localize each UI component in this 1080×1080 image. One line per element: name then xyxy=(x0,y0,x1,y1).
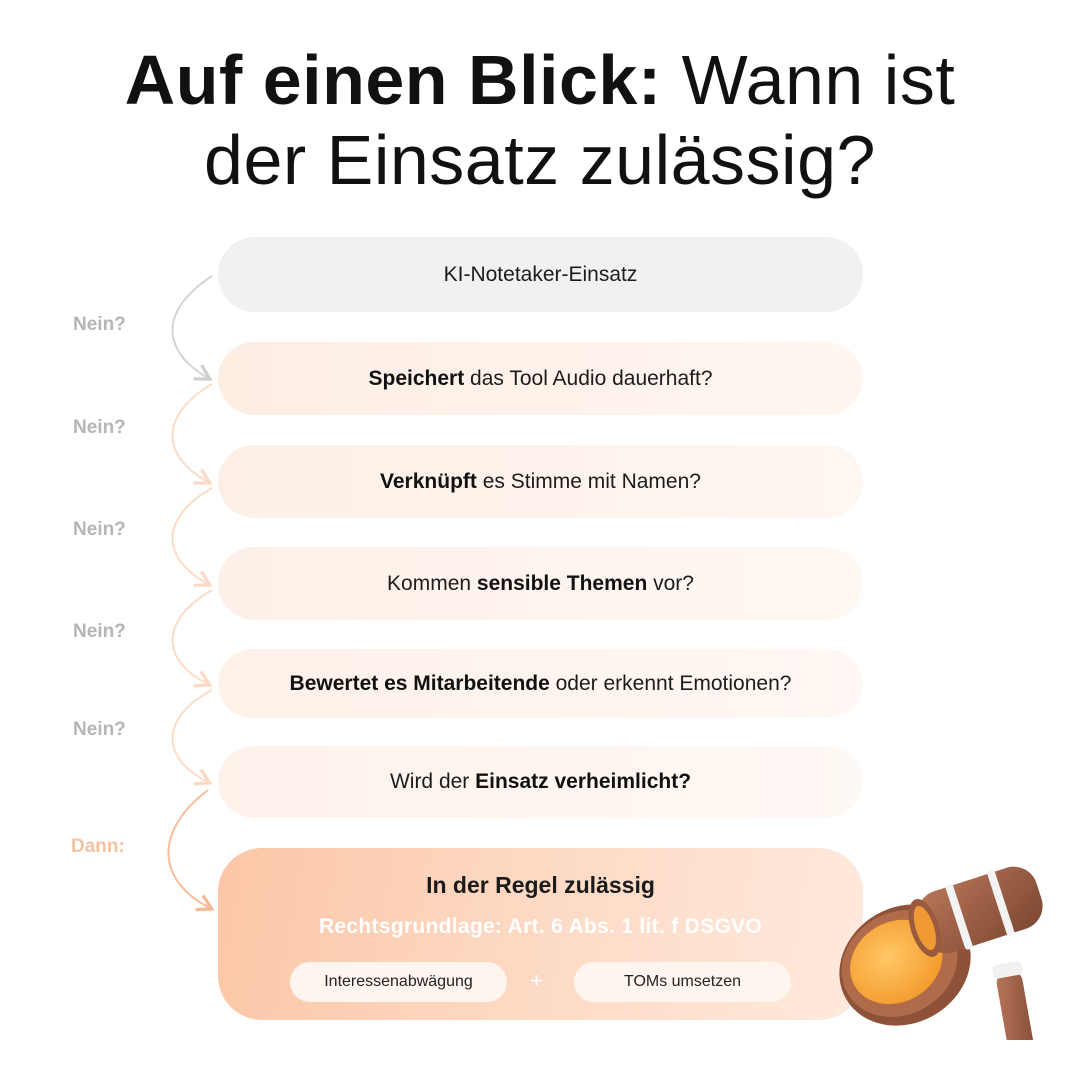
question-1-rest: das Tool Audio dauerhaft? xyxy=(464,366,713,390)
arrow-1 xyxy=(171,275,213,381)
question-2: Verknüpft es Stimme mit Namen? xyxy=(218,445,863,518)
question-2-rest: es Stimme mit Namen? xyxy=(476,469,701,493)
title-line2: der Einsatz zulässig? xyxy=(204,121,876,199)
plus-sign: + xyxy=(530,968,543,993)
question-3: Kommen sensible Themen vor? xyxy=(218,547,863,620)
arrow-3 xyxy=(171,487,213,587)
question-4-bold: Bewertet es Mitarbeitende xyxy=(289,671,550,695)
arrow-4 xyxy=(171,589,213,688)
gavel-icon xyxy=(839,866,1043,1040)
pill-toms: TOMs umsetzen xyxy=(574,962,791,1002)
pill-left-label: Interessenabwägung xyxy=(324,973,473,990)
result-title: In der Regel zulässig xyxy=(426,872,655,898)
arrow-5 xyxy=(171,689,213,786)
question-5-bold: Einsatz verheimlicht? xyxy=(475,770,692,793)
gavel-head xyxy=(908,866,1043,957)
question-3-bold: sensible Themen xyxy=(476,571,648,595)
question-5: Wird der Einsatz verheimlicht? xyxy=(218,746,863,818)
title-rest: Wann ist xyxy=(681,41,956,119)
question-4: Bewertet es Mitarbeitende oder erkennt E… xyxy=(218,649,863,718)
question-5-pre: Wird der xyxy=(389,770,476,793)
question-2-bold: Verknüpft xyxy=(380,469,477,493)
then-label: Dann: xyxy=(71,836,125,857)
pill-interessenabwaegung: Interessenabwägung xyxy=(290,962,507,1002)
result-box: In der Regel zulässig Rechtsgrundlage: A… xyxy=(218,848,863,1020)
legal-basis: Rechtsgrundlage: Art. 6 Abs. 1 lit. f DS… xyxy=(318,915,763,938)
question-3-pre: Kommen xyxy=(387,571,477,595)
flow-arrows xyxy=(167,275,215,912)
arrow-2 xyxy=(171,383,213,485)
pill-right-label: TOMs umsetzen xyxy=(623,973,742,990)
flow-start: KI-Notetaker-Einsatz xyxy=(218,237,863,312)
flow-start-label: KI-Notetaker-Einsatz xyxy=(443,262,638,286)
question-3-rest: vor? xyxy=(647,571,694,595)
no-label-2: Nein? xyxy=(73,417,126,438)
question-1: Speichert das Tool Audio dauerhaft? xyxy=(218,342,863,415)
no-label-4: Nein? xyxy=(73,621,126,642)
arrow-6 xyxy=(167,789,215,912)
gavel-handle xyxy=(992,961,1042,1040)
no-label-3: Nein? xyxy=(73,519,126,540)
page-title: Auf einen Blick: Wann ist der Einsatz zu… xyxy=(0,40,1080,200)
title-bold: Auf einen Blick: xyxy=(124,41,662,119)
question-1-bold: Speichert xyxy=(368,366,465,390)
question-4-rest: oder erkennt Emotionen? xyxy=(549,671,792,695)
no-label-5: Nein? xyxy=(73,719,126,740)
no-label-1: Nein? xyxy=(73,314,126,335)
